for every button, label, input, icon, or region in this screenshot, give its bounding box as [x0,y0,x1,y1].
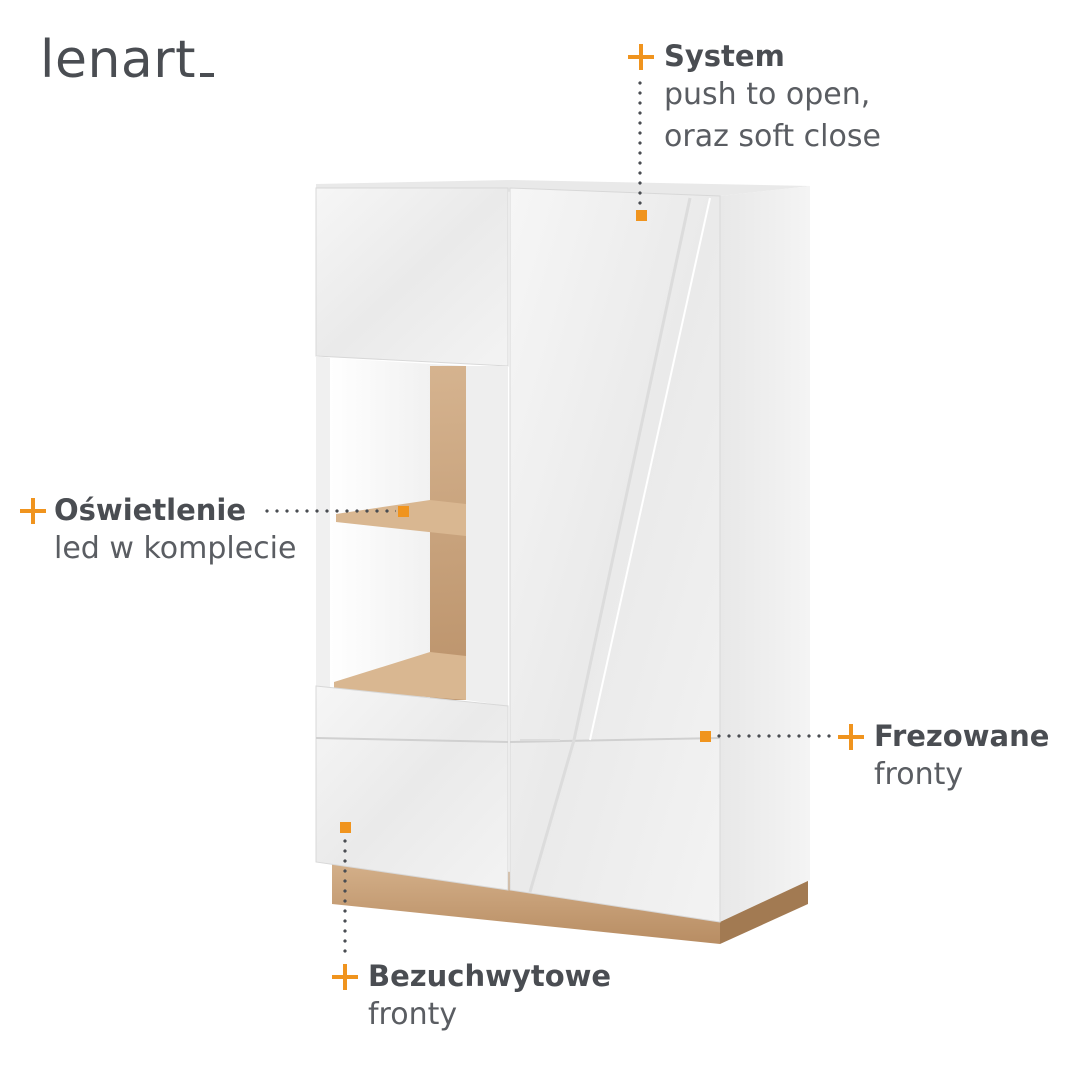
feature-milled-line-1: fronty [874,757,964,792]
shelf-lower [334,652,466,700]
plus-icon [838,724,864,750]
plus-icon [628,44,654,70]
feature-handleless-line-1: fronty [368,997,458,1032]
feature-system-line-1: push to open, [664,77,871,112]
brand-logo: lenart [40,30,215,90]
connector-milled [714,734,836,738]
feature-lighting: Oświetlenie led w komplecie [54,492,296,570]
feature-lighting-line-1: led w komplecie [54,531,297,566]
connector-system [638,78,642,206]
left-door-bottom [315,685,509,891]
cabinet-top [316,180,810,196]
connector-lighting [262,509,396,513]
brand-logo-text: lenart [40,30,197,90]
feature-milled: Frezowane fronty [874,718,1049,796]
left-door-top [315,187,509,367]
feature-lighting-title: Oświetlenie [54,493,247,527]
logo-underscore [200,73,215,77]
feature-handleless: Bezuchwytowe fronty [368,958,611,1036]
feature-system-line-2: oraz soft close [664,119,881,154]
connector-handleless [343,836,347,954]
feature-system-title: System [664,39,785,73]
feature-handleless-title: Bezuchwytowe [368,959,612,993]
hotspot-milled-marker [700,731,711,742]
shelf-upper [336,500,466,536]
plus-icon [332,964,358,990]
hotspot-system-marker [636,210,647,221]
hotspot-lighting-marker [398,506,409,517]
feature-system: System push to open, oraz soft close [664,38,881,158]
feature-milled-title: Frezowane [874,719,1050,753]
cabinet-side [720,186,810,922]
plus-icon [20,498,46,524]
hotspot-handleless-marker [340,822,351,833]
